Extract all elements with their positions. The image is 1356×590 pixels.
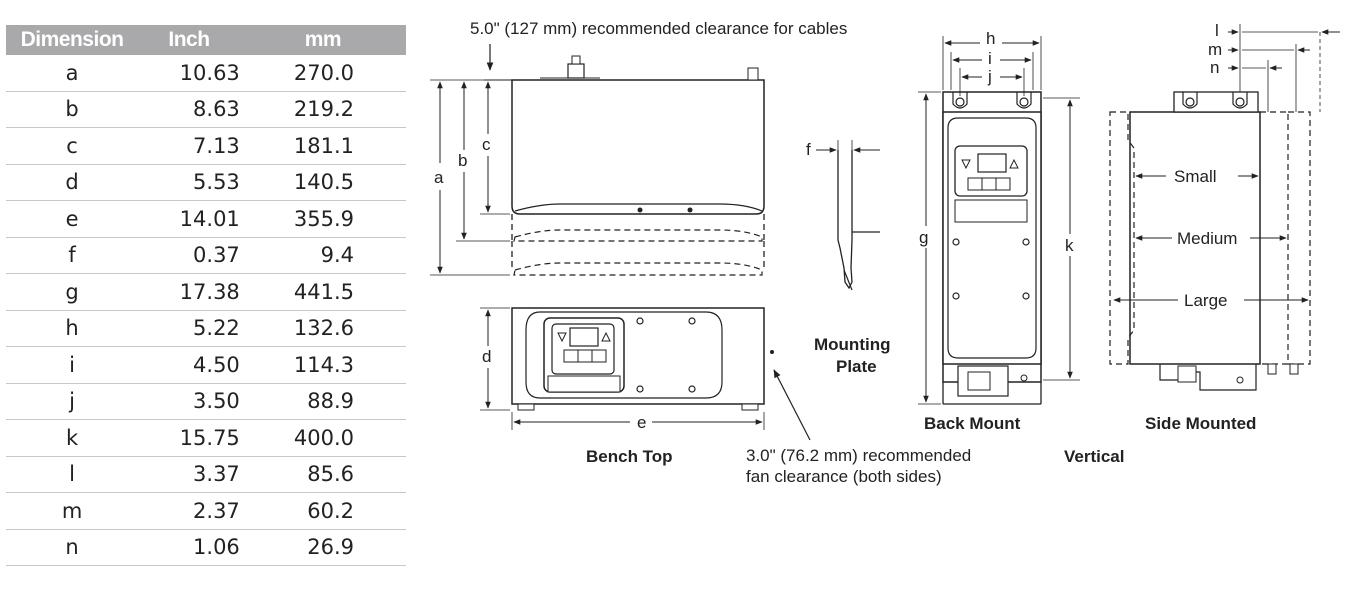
cell-dimension: m [6, 492, 139, 530]
label-i: i [988, 49, 992, 68]
cell-inch: 2.37 [138, 492, 240, 530]
cell-inch: 1.06 [138, 529, 240, 566]
side-mounted-view: l m n Small Medium Large [1109, 21, 1340, 391]
cell-inch: 0.37 [138, 237, 240, 274]
caption-mounting-plate-line2: Plate [836, 357, 877, 376]
cell-mm: 26.9 [239, 529, 406, 566]
size-small-label: Small [1174, 167, 1217, 186]
cell-dimension: n [6, 529, 139, 566]
caption-bench-top: Bench Top [586, 447, 673, 466]
cell-mm: 85.6 [239, 456, 406, 493]
caption-side-mounted: Side Mounted [1145, 414, 1256, 433]
cell-inch: 7.13 [138, 127, 240, 165]
header-inch: Inch [138, 25, 240, 55]
cell-inch: 4.50 [138, 346, 240, 384]
mounting-plate-view: f [806, 140, 880, 291]
cell-mm: 140.5 [239, 164, 406, 201]
label-m: m [1208, 40, 1222, 59]
cell-inch: 3.50 [138, 383, 240, 420]
caption-back-mount: Back Mount [924, 414, 1021, 433]
cell-inch: 8.63 [138, 91, 240, 128]
cell-mm: 355.9 [239, 200, 406, 238]
label-a: a [434, 168, 444, 187]
cell-dimension: l [6, 456, 139, 493]
label-d: d [482, 347, 491, 366]
cell-mm: 441.5 [239, 273, 406, 311]
cell-mm: 400.0 [239, 419, 406, 457]
label-g: g [919, 228, 928, 247]
cell-dimension: h [6, 310, 139, 347]
label-c: c [482, 135, 491, 154]
fan-clearance-note-line1: 3.0" (76.2 mm) recommended [746, 446, 971, 465]
label-h: h [986, 29, 995, 48]
cell-dimension: g [6, 273, 139, 311]
cell-mm: 88.9 [239, 383, 406, 420]
cell-dimension: e [6, 200, 139, 238]
fan-clearance-note-line2: fan clearance (both sides) [746, 467, 942, 486]
bench-top-side-view: a b c [430, 55, 765, 276]
bench-top-front-view: d e [480, 307, 774, 432]
label-f: f [806, 140, 811, 159]
label-b: b [458, 151, 467, 170]
cell-dimension: j [6, 383, 139, 420]
size-medium-label: Medium [1177, 229, 1237, 248]
header-mm: mm [239, 25, 406, 55]
cell-mm: 114.3 [239, 346, 406, 384]
label-n: n [1210, 58, 1219, 77]
label-e: e [637, 413, 646, 432]
cell-mm: 270.0 [239, 55, 406, 92]
cell-inch: 15.75 [138, 419, 240, 457]
cell-dimension: c [6, 127, 139, 165]
cell-mm: 9.4 [239, 237, 406, 274]
label-k: k [1065, 236, 1074, 255]
cell-inch: 5.22 [138, 310, 240, 347]
back-mount-view: h i j g k [918, 29, 1080, 405]
cell-mm: 219.2 [239, 91, 406, 128]
cell-inch: 14.01 [138, 200, 240, 238]
cell-dimension: d [6, 164, 139, 201]
header-dimension: Dimension [6, 25, 139, 55]
cell-dimension: b [6, 91, 139, 128]
caption-mounting-plate-line1: Mounting [814, 335, 890, 354]
cell-dimension: f [6, 237, 139, 274]
cell-mm: 132.6 [239, 310, 406, 347]
cell-dimension: i [6, 346, 139, 384]
label-l: l [1215, 21, 1219, 40]
cell-inch: 3.37 [138, 456, 240, 493]
table-header-row: Dimension Inch mm [6, 25, 406, 55]
cell-inch: 17.38 [138, 273, 240, 311]
cell-dimension: k [6, 419, 139, 457]
caption-vertical: Vertical [1064, 447, 1125, 466]
cell-mm: 60.2 [239, 492, 406, 530]
cell-mm: 181.1 [239, 127, 406, 165]
cable-clearance-note: 5.0" (127 mm) recommended clearance for … [470, 19, 847, 38]
cell-inch: 5.53 [138, 164, 240, 201]
cell-dimension: a [6, 55, 139, 92]
label-j: j [987, 67, 992, 86]
size-large-label: Large [1184, 291, 1227, 310]
cell-inch: 10.63 [138, 55, 240, 92]
